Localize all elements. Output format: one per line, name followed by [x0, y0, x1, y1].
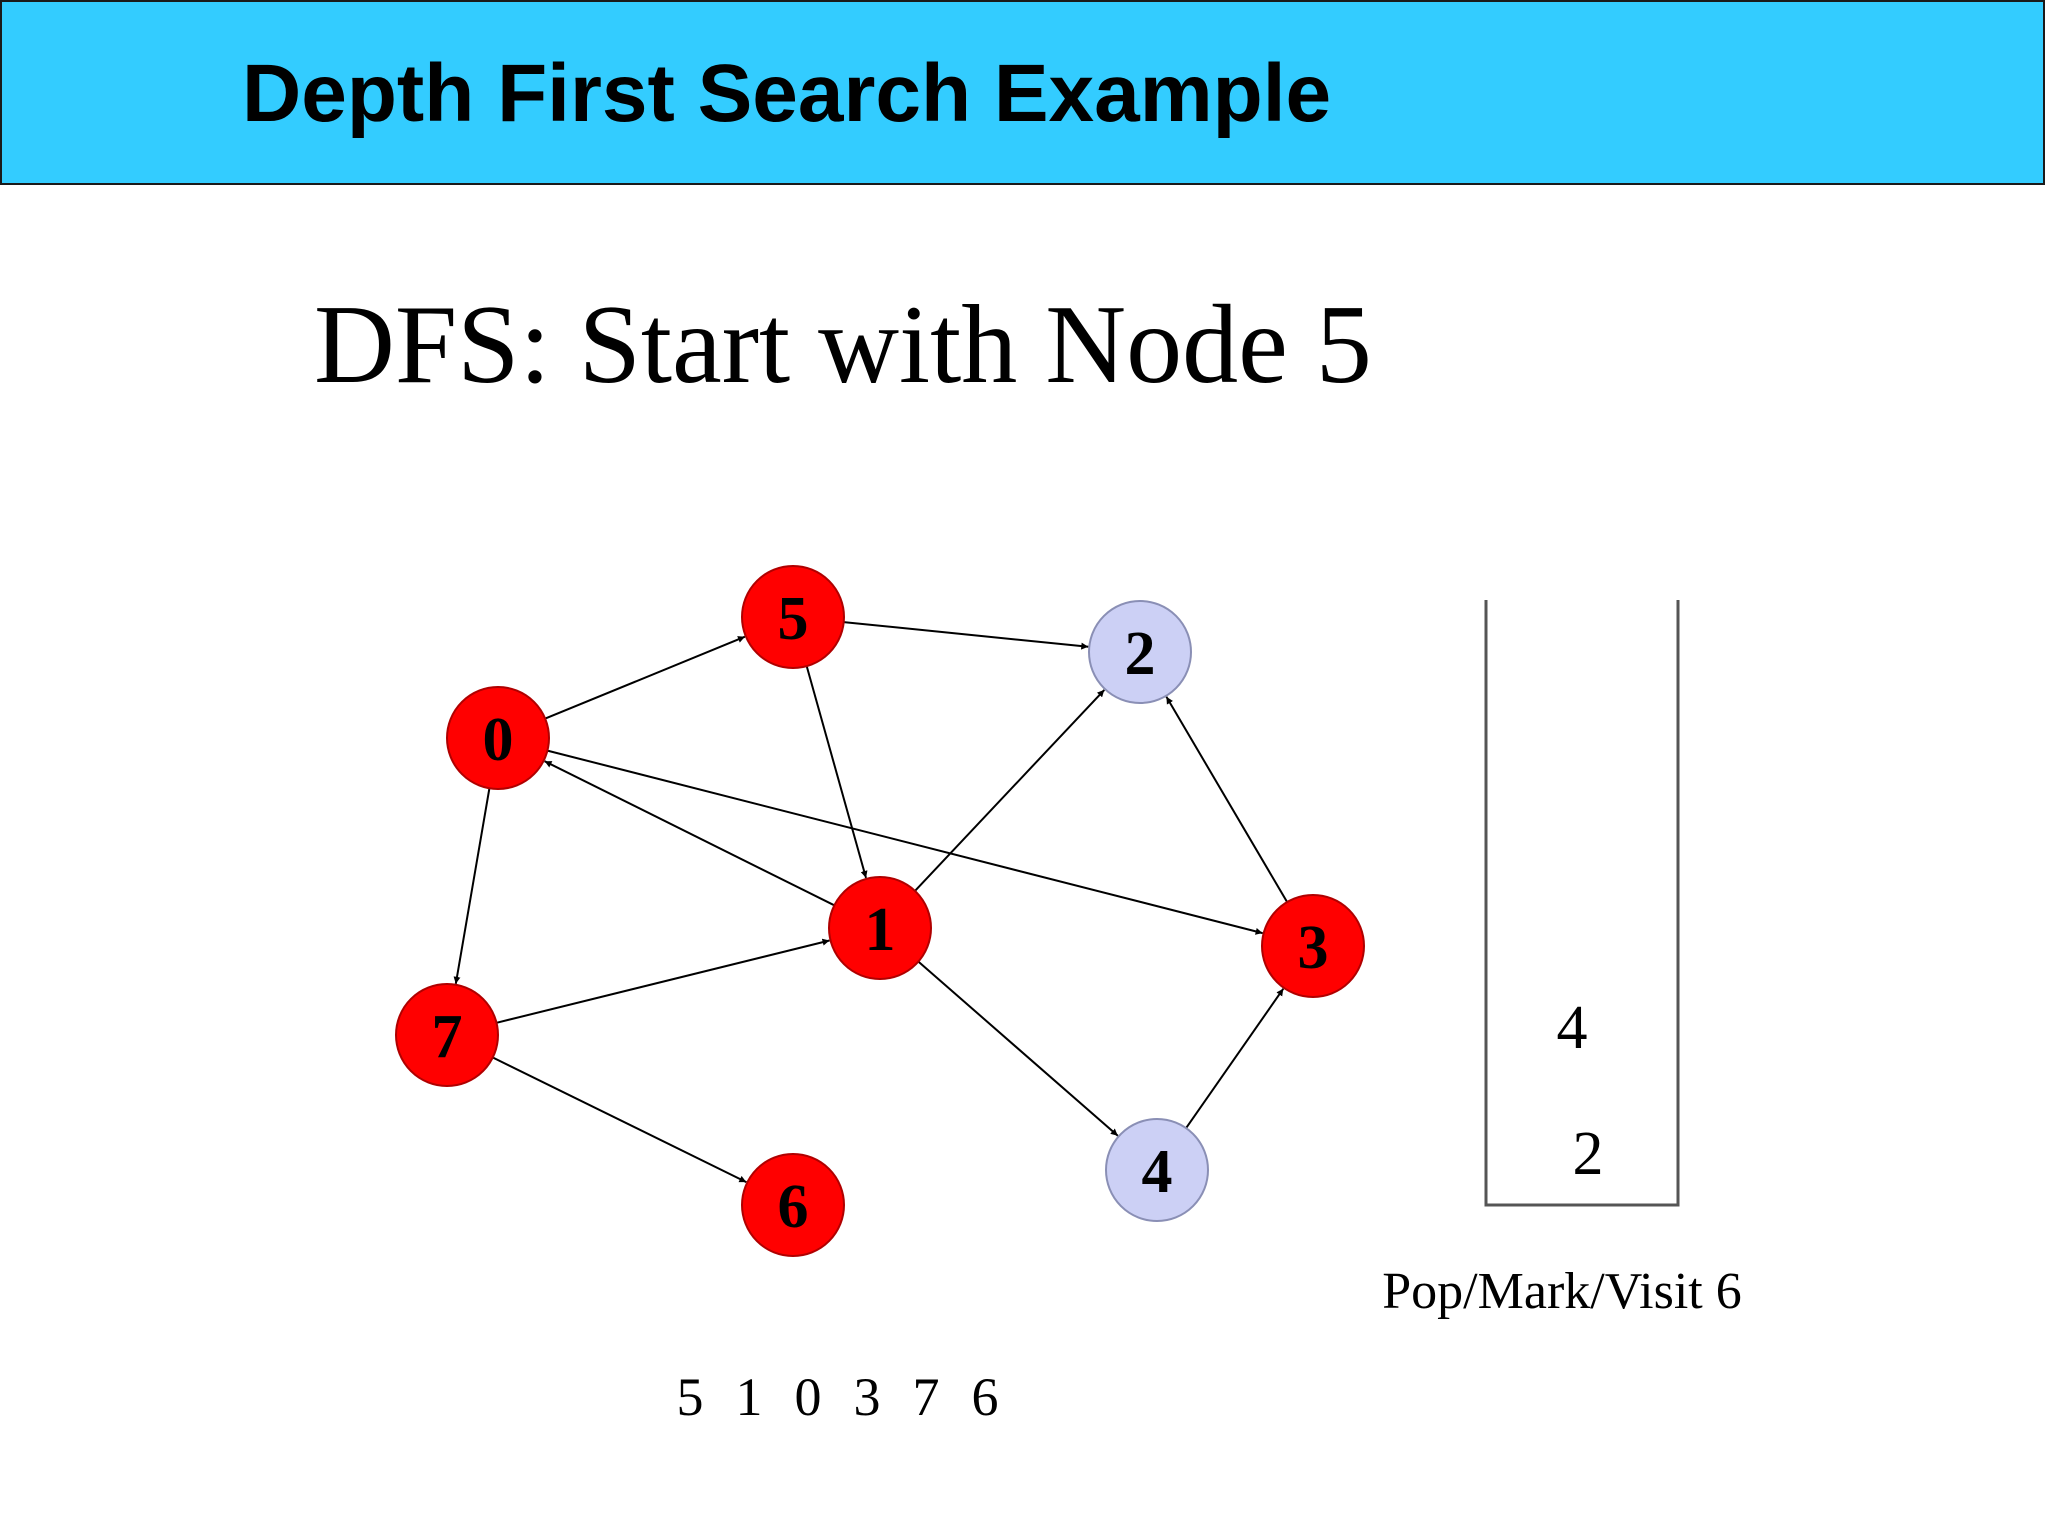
edge-4-to-3 [1185, 988, 1285, 1129]
visit-order-item: 7 [913, 1367, 940, 1427]
edge-3-to-2 [1165, 696, 1288, 903]
node-circle [1088, 600, 1192, 704]
visit-order-item: 5 [677, 1367, 704, 1427]
node-5: 5 [741, 565, 845, 669]
edge-0-to-5 [544, 635, 746, 720]
node-label: 1 [865, 896, 896, 964]
node-0: 0 [446, 686, 550, 790]
edge-7-to-1 [496, 938, 830, 1024]
node-circle [741, 565, 845, 669]
edge-5-to-2 [843, 621, 1089, 650]
node-1: 1 [828, 876, 932, 980]
stack-item: 2 [1573, 1120, 1604, 1188]
visit-order-item: 1 [736, 1367, 763, 1427]
visit-order-item: 6 [972, 1367, 999, 1427]
diagram-heading: DFS: Start with Node 5 [314, 283, 1372, 407]
node-label: 5 [778, 585, 809, 653]
node-circle [446, 686, 550, 790]
node-circle [741, 1153, 845, 1257]
edge-5-to-1 [805, 665, 868, 879]
node-label: 4 [1142, 1138, 1173, 1206]
stack-outline [1484, 600, 1680, 1207]
visit-order-item: 3 [854, 1367, 881, 1427]
node-circle [395, 983, 499, 1087]
node-6: 6 [741, 1153, 845, 1257]
node-circle [828, 876, 932, 980]
edge-1-to-0 [544, 760, 835, 907]
node-label: 2 [1125, 620, 1156, 688]
node-label: 7 [432, 1003, 463, 1071]
node-2: 2 [1088, 600, 1192, 704]
node-label: 3 [1298, 914, 1329, 982]
node-circle [1261, 894, 1365, 998]
edges-layer [453, 621, 1288, 1183]
node-label: 6 [778, 1173, 809, 1241]
edge-1-to-4 [917, 960, 1119, 1137]
node-label: 0 [483, 706, 514, 774]
action-caption: Pop/Mark/Visit 6 [1382, 1263, 1741, 1320]
stack-item: 4 [1557, 994, 1588, 1062]
edge-0-to-3 [547, 749, 1263, 935]
node-3: 3 [1261, 894, 1365, 998]
slide-title: Depth First Search Example [242, 48, 1332, 139]
node-4: 4 [1105, 1118, 1209, 1222]
edge-0-to-7 [453, 788, 491, 984]
edge-7-to-6 [492, 1056, 747, 1183]
title-bar: Depth First Search Example [0, 0, 2045, 185]
visit-order-item: 0 [795, 1367, 822, 1427]
nodes-layer: 0 1 2 3 4 5 6 7 [395, 565, 1365, 1257]
stack-container: 4 2 [1484, 600, 1680, 1207]
edge-1-to-2 [914, 689, 1106, 892]
node-7: 7 [395, 983, 499, 1087]
node-circle [1105, 1118, 1209, 1222]
